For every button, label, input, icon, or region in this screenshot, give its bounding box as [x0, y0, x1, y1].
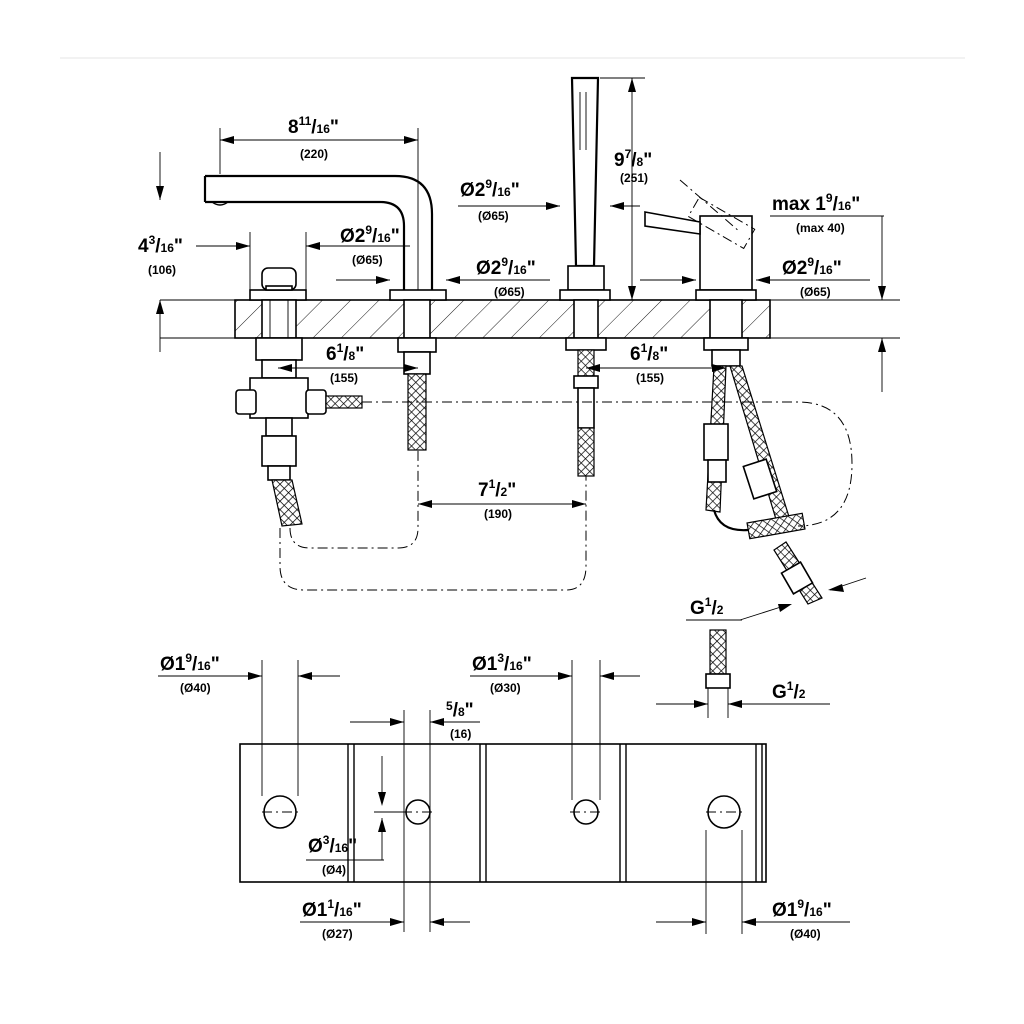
svg-text:Ø29/16": Ø29/16" [476, 255, 536, 279]
svg-text:Ø19/16": Ø19/16" [772, 897, 832, 921]
svg-text:(106): (106) [148, 263, 176, 277]
svg-text:Ø13/16": Ø13/16" [472, 651, 532, 675]
svg-text:(220): (220) [300, 147, 328, 161]
svg-text:(Ø27): (Ø27) [322, 927, 353, 941]
dim-connection-2: G1/2 [772, 679, 806, 703]
dim-cutout-3: Ø11/16" (Ø27) [300, 897, 470, 941]
svg-text:61/8": 61/8" [326, 341, 364, 365]
svg-text:(Ø65): (Ø65) [494, 285, 525, 299]
dim-hole-2: Ø29/16" (Ø65) [336, 255, 550, 299]
svg-text:(Ø40): (Ø40) [180, 681, 211, 695]
svg-text:(155): (155) [330, 371, 358, 385]
dim-pin-dia: Ø3/16" (Ø4) [306, 756, 404, 877]
dim-spout-height: 43/16" (106) [138, 152, 183, 352]
dim-spacing-right: 61/8" (155) [586, 341, 726, 385]
svg-text:(Ø40): (Ø40) [790, 927, 821, 941]
dim-cutout-1: Ø19/16" (Ø40) [158, 651, 340, 796]
svg-text:(max 40): (max 40) [796, 221, 845, 235]
plan-hole-1 [262, 795, 298, 829]
svg-text:(Ø65): (Ø65) [478, 209, 509, 223]
dim-slot-width: 5/8" (16) [350, 699, 480, 932]
svg-text:97/8": 97/8" [614, 147, 652, 171]
svg-text:max 19/16": max 19/16" [772, 191, 860, 215]
hose-routing [279, 401, 853, 591]
svg-text:G1/2: G1/2 [690, 595, 724, 619]
hand-shower [559, 76, 611, 477]
svg-text:Ø29/16": Ø29/16" [460, 177, 520, 201]
dim-spout-width: 811/16" (220) [219, 114, 419, 290]
svg-text:43/16": 43/16" [138, 233, 183, 257]
svg-text:Ø11/16": Ø11/16" [302, 897, 362, 921]
dim-hole-1: Ø29/16" (Ø65) [196, 223, 410, 290]
svg-text:61/8": 61/8" [630, 341, 668, 365]
svg-text:5/8": 5/8" [446, 699, 474, 721]
svg-text:(Ø65): (Ø65) [800, 285, 831, 299]
svg-text:(190): (190) [484, 507, 512, 521]
mixer-handle [644, 179, 823, 605]
plan-hole-3 [570, 799, 602, 825]
dim-hole-4: Ø29/16" (Ø65) [640, 255, 870, 299]
dim-handshower-height: 97/8" (251) [600, 77, 652, 300]
svg-text:(16): (16) [450, 727, 471, 741]
hose-connector [656, 629, 830, 718]
svg-text:Ø29/16": Ø29/16" [782, 255, 842, 279]
diverter-valve [235, 267, 363, 527]
dim-cutout-4: Ø19/16" (Ø40) [656, 830, 850, 941]
dim-spacing-left: 61/8" (155) [278, 341, 418, 385]
svg-text:Ø3/16": Ø3/16" [308, 833, 357, 857]
svg-text:G1/2: G1/2 [772, 679, 806, 703]
dim-cutout-2: Ø13/16" (Ø30) [470, 651, 640, 800]
svg-text:(Ø30): (Ø30) [490, 681, 521, 695]
svg-text:Ø19/16": Ø19/16" [160, 651, 220, 675]
svg-text:(251): (251) [620, 171, 648, 185]
svg-text:Ø29/16": Ø29/16" [340, 223, 400, 247]
svg-text:71/2": 71/2" [478, 477, 516, 501]
dim-hole-3: Ø29/16" (Ø65) [458, 177, 640, 223]
svg-text:811/16": 811/16" [288, 114, 339, 138]
dim-deck-thickness: max 19/16" (max 40) [770, 191, 886, 392]
plan-hole-4 [706, 795, 742, 829]
svg-text:(Ø4): (Ø4) [322, 863, 346, 877]
deck-plan [239, 743, 767, 883]
dim-spacing-center: 71/2" (190) [418, 477, 586, 521]
spout [203, 174, 447, 451]
svg-text:(Ø65): (Ø65) [352, 253, 383, 267]
svg-text:(155): (155) [636, 371, 664, 385]
dim-connection-1: G1/2 [686, 577, 867, 621]
